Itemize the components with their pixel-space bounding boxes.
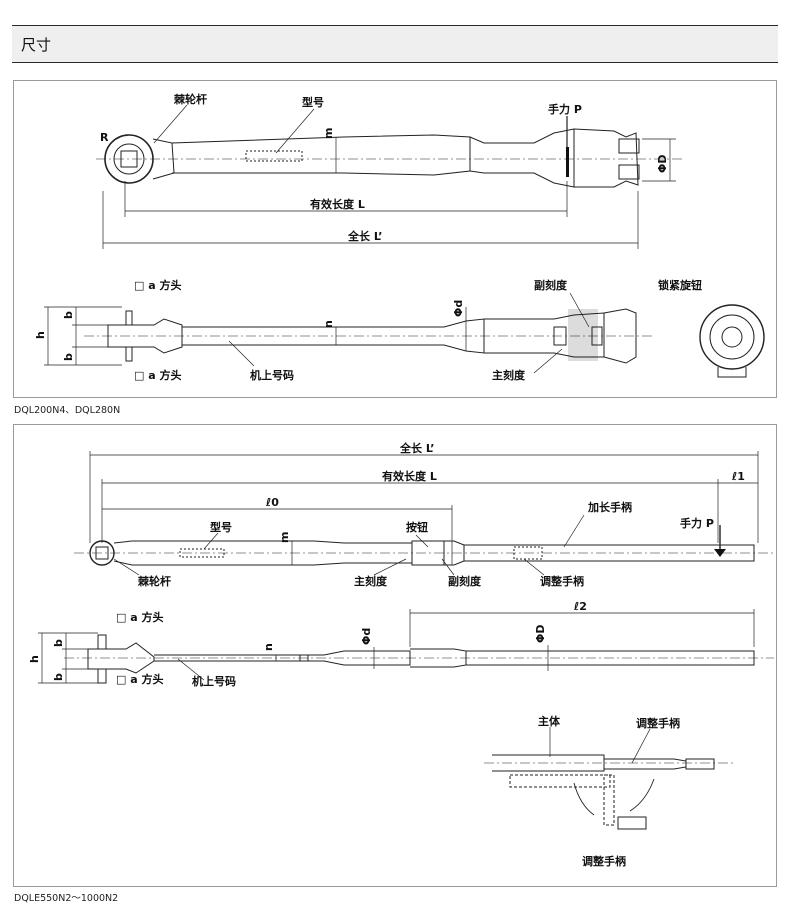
label-m-2: m bbox=[278, 532, 291, 543]
label-n: n bbox=[322, 320, 335, 328]
label-m: m bbox=[322, 128, 335, 139]
label-hand-force-2: 手力 P bbox=[680, 516, 714, 530]
diagram-panel-1: 棘轮杆 型号 手力 P R m ΦD 有效长度 L 全长 L’ □ a 方头 □… bbox=[13, 80, 777, 398]
label-total-length: 全长 L’ bbox=[347, 229, 383, 243]
label-phid-2: Φd bbox=[360, 628, 373, 645]
label-ratchet-2: 棘轮杆 bbox=[138, 574, 171, 588]
label-lock-knob: 锁紧旋钮 bbox=[658, 278, 702, 292]
label-effective-length-2: 有效长度 L bbox=[382, 469, 437, 483]
label-l1: ℓ1 bbox=[731, 470, 745, 483]
section-title: 尺寸 bbox=[21, 36, 52, 54]
label-body: 主体 bbox=[538, 714, 561, 728]
label-model-2: 型号 bbox=[210, 520, 232, 534]
label-effective-length: 有效长度 L bbox=[310, 197, 365, 211]
label-phid: Φd bbox=[452, 300, 465, 317]
label-model: 型号 bbox=[302, 95, 324, 109]
label-ratchet: 棘轮杆 bbox=[174, 92, 207, 106]
label-serial: 机上号码 bbox=[250, 368, 294, 382]
label-n-2: n bbox=[262, 643, 275, 651]
label-total-length-2: 全长 L’ bbox=[399, 441, 435, 455]
label-h: h bbox=[34, 331, 47, 339]
label-l0: ℓ0 bbox=[265, 496, 279, 509]
wrench-diagram-1: 棘轮杆 型号 手力 P R m ΦD 有效长度 L 全长 L’ □ a 方头 □… bbox=[34, 92, 765, 382]
label-phiD-2: ΦD bbox=[534, 625, 547, 643]
label-square-a-top-2: □ a 方头 bbox=[116, 610, 163, 624]
label-R: R bbox=[100, 131, 109, 144]
label-square-a-bottom: □ a 方头 bbox=[134, 368, 181, 382]
label-b-bottom: b bbox=[62, 353, 75, 361]
label-hand-force: 手力 P bbox=[548, 102, 582, 116]
caption-2: DQLE550N2～1000N2 bbox=[14, 893, 119, 904]
label-extension: 加长手柄 bbox=[587, 500, 632, 514]
label-b-bottom-2: b bbox=[52, 673, 65, 681]
diagram-panel-2: 全长 L’ 有效长度 L ℓ1 ℓ0 加长手柄 型号 按钮 m 手力 P 棘轮杆… bbox=[13, 424, 777, 887]
label-adjust-handle-bottom: 调整手柄 bbox=[582, 854, 626, 868]
label-adjust-handle-top: 调整手柄 bbox=[636, 716, 680, 730]
label-serial-2: 机上号码 bbox=[192, 674, 236, 688]
label-b-top-2: b bbox=[52, 639, 65, 647]
label-b-top: b bbox=[62, 311, 75, 319]
label-main-scale: 主刻度 bbox=[492, 368, 526, 382]
label-phiD: ΦD bbox=[656, 155, 669, 173]
label-main-scale-2: 主刻度 bbox=[354, 574, 388, 588]
label-vernier: 副刻度 bbox=[534, 278, 568, 292]
label-vernier-2: 副刻度 bbox=[448, 574, 482, 588]
label-h-2: h bbox=[28, 655, 41, 663]
section-header: 尺寸 bbox=[12, 25, 778, 63]
label-square-a-bottom-2: □ a 方头 bbox=[116, 672, 163, 686]
caption-1: DQL200N4、DQL280N bbox=[14, 405, 121, 416]
label-l2: ℓ2 bbox=[573, 600, 587, 613]
label-square-a-top: □ a 方头 bbox=[134, 278, 181, 292]
wrench-diagram-2: 全长 L’ 有效长度 L ℓ1 ℓ0 加长手柄 型号 按钮 m 手力 P 棘轮杆… bbox=[28, 441, 774, 868]
label-button: 按钮 bbox=[406, 520, 428, 534]
label-adjust-handle: 调整手柄 bbox=[540, 574, 584, 588]
